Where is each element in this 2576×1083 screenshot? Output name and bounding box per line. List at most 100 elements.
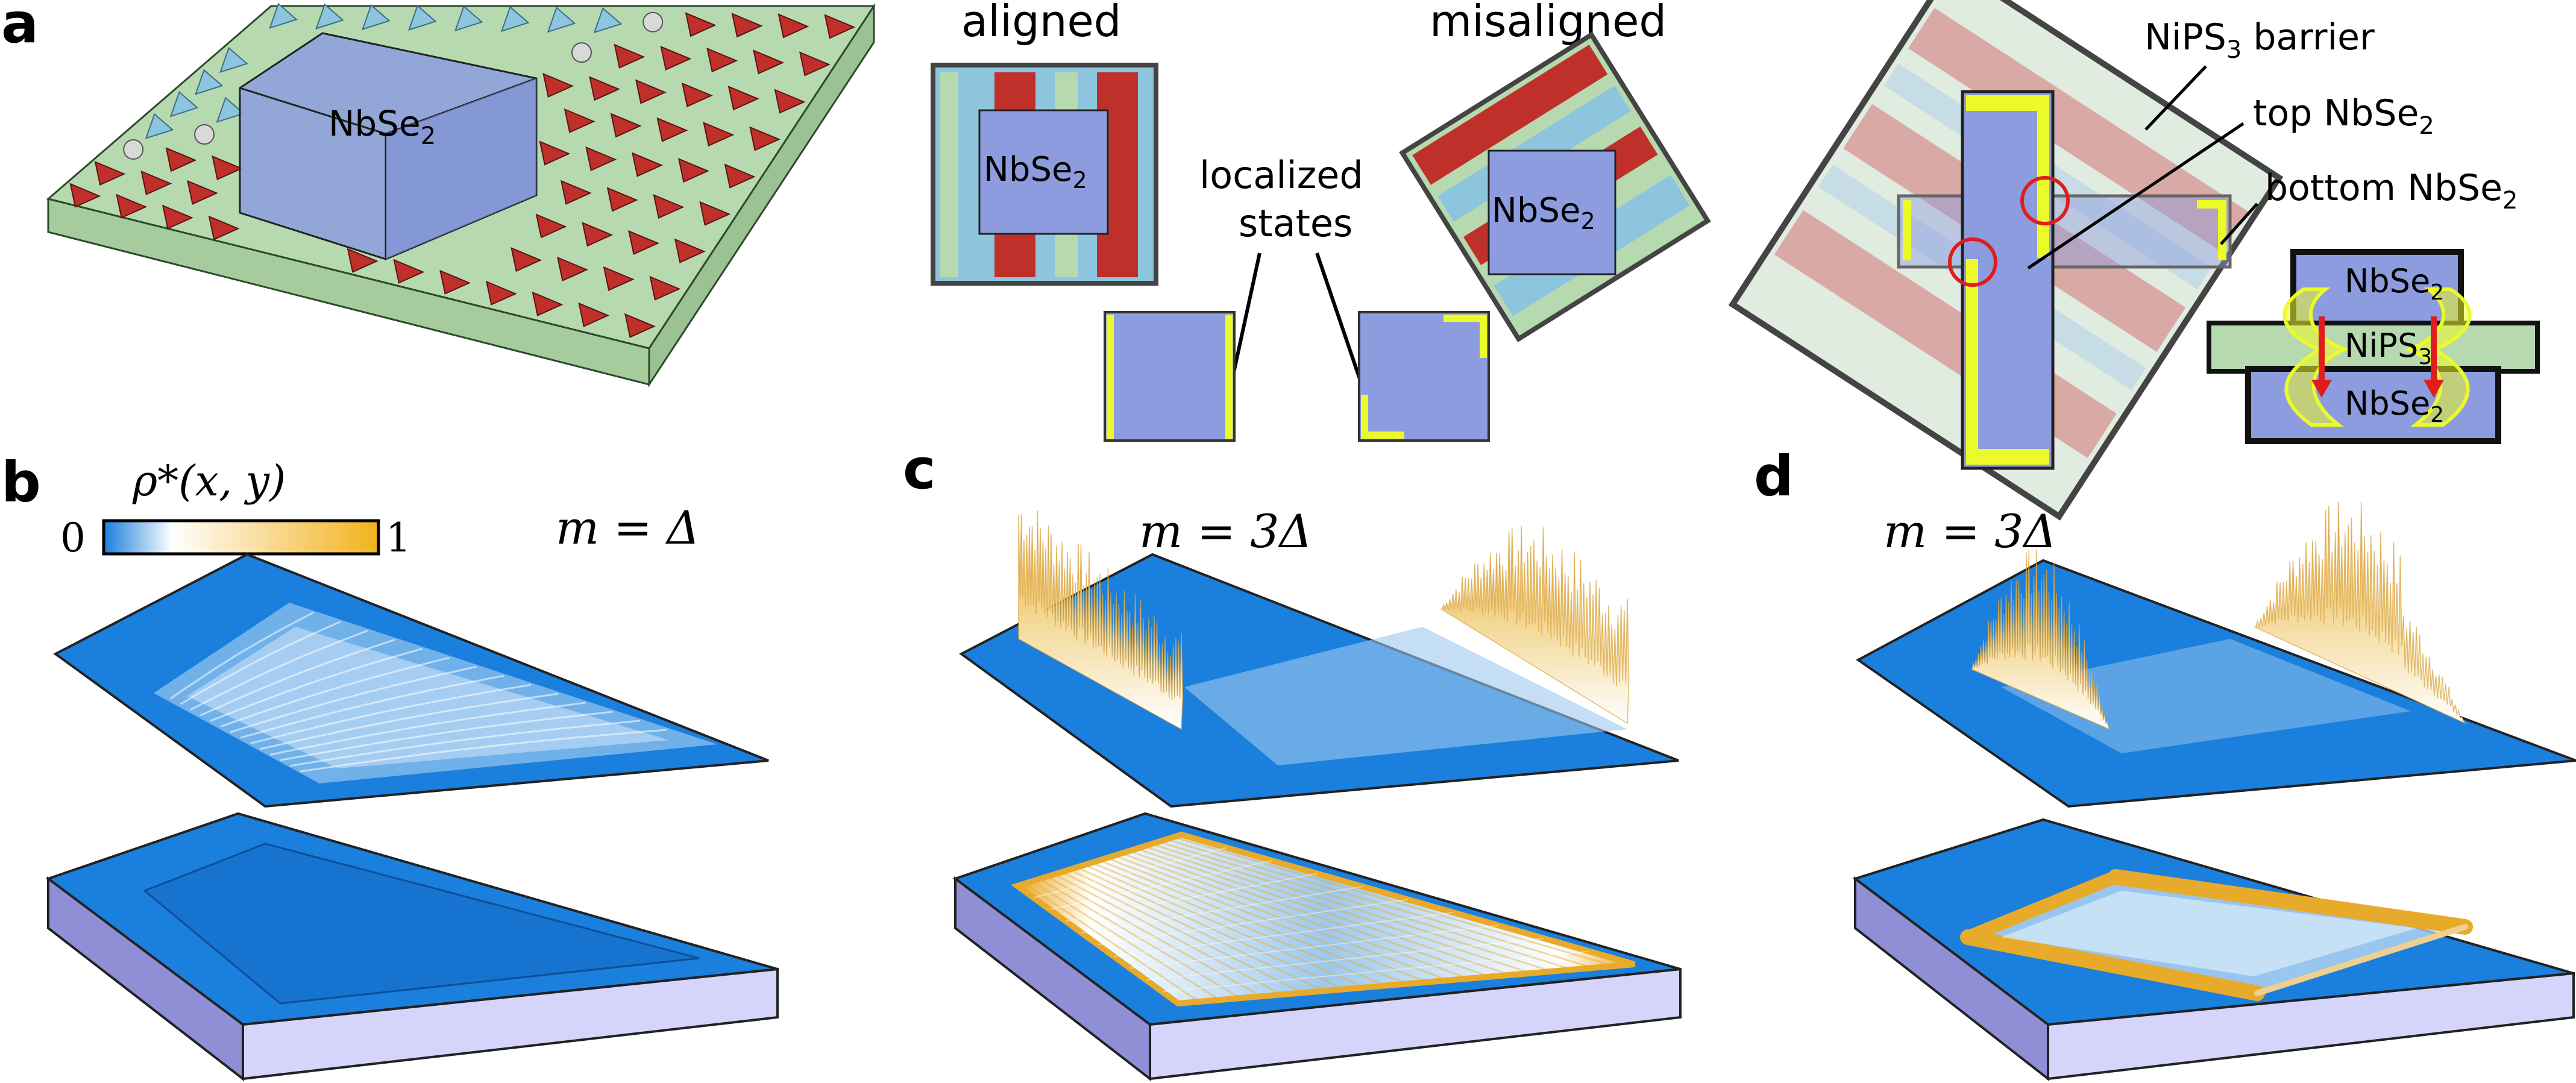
red-domain-marker [632,152,663,177]
stack-mid-label: NiPS3 [2345,327,2432,369]
grid-line [1129,924,1499,969]
peak-wall-right [1440,526,1630,724]
blue-domain-marker [408,4,437,31]
red-domain-marker [208,215,240,240]
blue-domain-marker [362,4,391,30]
blue-domain-marker [219,46,248,74]
layer-stack: NbSe2 NiPS3 NbSe2 [2207,249,2540,444]
blue-domain-marker [547,6,576,33]
red-domain-marker [677,158,709,183]
ripple-line [180,621,341,705]
red-domain-marker [539,140,571,166]
panel-label-a: a [1,0,39,55]
overlap-circle-top [2020,176,2070,225]
grid-line [1166,838,1594,969]
mass-label-d: m = 3Δ [1883,504,2056,558]
red-domain-marker [674,238,706,263]
bottom-pointer [2220,202,2258,245]
localized-pointer-right [1315,253,1367,395]
slab-c-bottom [952,812,1682,1082]
red-domain-marker [703,122,735,147]
red-domain-marker [578,302,610,327]
blue-domain-marker [315,3,344,30]
red-domain-marker [649,275,681,301]
aligned-square: NbSe2 [931,63,1158,286]
blue-domain-marker [500,5,530,33]
colorbar-title: ρ*(x, y) [132,456,286,506]
grid-line [1099,859,1407,985]
bottom-nbse2-label: bottom NbSe2 [2265,167,2518,215]
peak-wall-left [1018,510,1184,730]
red-domain-marker [532,291,564,316]
peaks-c [1018,510,1630,730]
misaligned-nbse2-label: NbSe2 [1492,191,1595,234]
mass-label-c: m = 3Δ [1139,504,1312,558]
ripple-line [220,656,450,728]
grid-line [1076,866,1345,990]
neutral-domain-marker [642,11,664,33]
slab-d-bottom [1852,818,2575,1082]
grid-line [1151,843,1552,973]
ripple-line [210,647,423,722]
red-domain-marker [162,204,193,230]
grid-line [1049,860,1272,910]
red-domain-marker [347,248,379,273]
panel-label-d: d [1754,444,1794,509]
red-domain-marker [614,43,646,69]
grid-line [1084,864,1366,988]
red-domain-marker [556,256,588,282]
grid-line [1158,841,1573,971]
blue-domain-marker [593,7,623,34]
red-domain-marker [727,86,759,111]
red-domain-marker [560,180,592,205]
panel-c: c m = 3Δ [903,437,1682,1082]
grid-line [1098,899,1409,946]
neutral-domain-marker [194,124,215,145]
nbse2-block: NbSe2 [239,32,538,260]
red-domain-marker [824,14,856,39]
red-domain-marker [628,230,659,255]
red-domain-marker [699,201,731,226]
bottom-nbse2-strip [1897,194,2232,269]
misaligned-nbse2: NbSe2 [1487,149,1616,275]
aligned-title: aligned [961,0,1121,46]
red-domain-marker [510,247,542,272]
grid-line [1054,873,1283,996]
blue-domain-marker [145,113,174,139]
red-domain-marker [140,170,172,195]
blue-domain-marker [169,91,199,118]
grid-line [1114,912,1454,957]
grid-c [1024,836,1615,1003]
red-domain-marker [485,280,517,306]
ripple-line [230,665,477,733]
barrier-label: NiPS3 barrier [2144,16,2375,64]
red-domain-marker [610,113,642,138]
panel-d: d m = 3Δ [1754,444,2576,1082]
stack-top-label: NbSe2 [2345,262,2444,305]
top-pointer [2027,122,2245,270]
overlap-circle-bottom [1948,237,1997,287]
red-domain-marker [187,180,219,205]
red-domain-marker [660,45,692,71]
red-domain-marker [685,12,717,37]
red-domain-marker [653,193,685,219]
blue-domain-marker [454,5,483,32]
grid-line [1081,886,1363,934]
grid-line [1092,861,1386,987]
grid-line [1173,836,1615,967]
plane-d-top [1856,559,2576,808]
neutral-domain-marker [123,139,144,160]
red-domain-marker [799,51,831,77]
top-nbse2-strip [1961,90,2055,470]
peaks-d [1970,501,2468,730]
red-domain-marker [749,126,781,151]
red-domain-marker [778,13,809,39]
blue-domain-marker [269,2,298,29]
blue-domain-marker [216,96,245,123]
ripple-line [260,692,559,750]
grid-line [1033,847,1227,899]
colorbar [102,519,380,556]
ripple-line [280,711,613,761]
red-domain-marker [564,108,595,133]
